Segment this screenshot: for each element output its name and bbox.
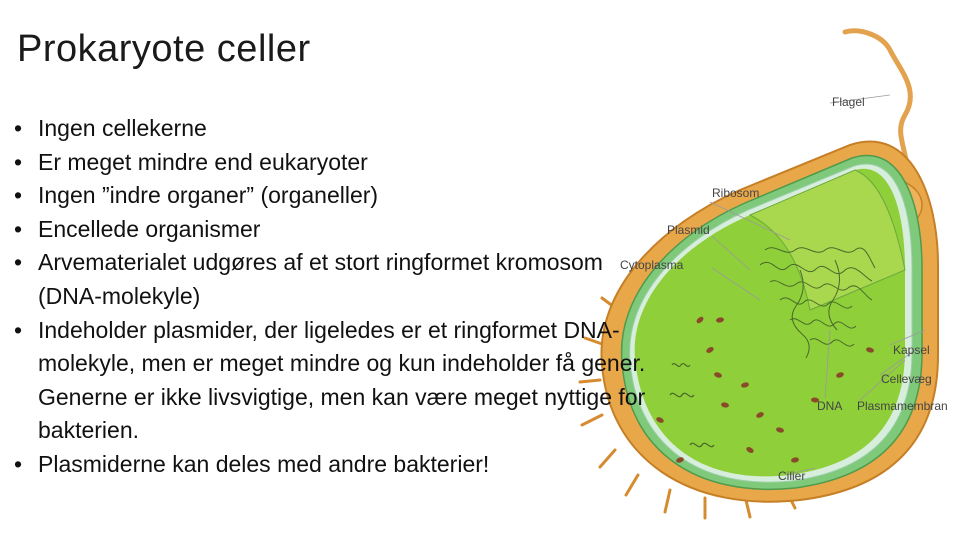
label-kapsel: Kapsel bbox=[893, 343, 930, 357]
bullet-item: Ingen ”indre organer” (organeller) bbox=[14, 179, 654, 213]
bullet-item: Indeholder plasmider, der ligeledes er e… bbox=[14, 314, 654, 448]
label-dna: DNA bbox=[817, 399, 842, 413]
bullet-item: Arvematerialet udgøres af et stort ringf… bbox=[14, 246, 654, 313]
bullet-item: Plasmiderne kan deles med andre bakterie… bbox=[14, 448, 654, 482]
label-ribosom: Ribosom bbox=[712, 186, 759, 200]
bullet-item: Ingen cellekerne bbox=[14, 112, 654, 146]
label-plasmid: Plasmid bbox=[667, 223, 710, 237]
bullet-item: Er meget mindre end eukaryoter bbox=[14, 146, 654, 180]
bacterium-diagram: Flagel Ribosom Plasmid Cytoplasma Kapsel… bbox=[578, 28, 948, 520]
label-leaders bbox=[709, 94, 926, 476]
bullet-item: Encellede organismer bbox=[14, 213, 654, 247]
page-title: Prokaryote celler bbox=[17, 28, 311, 70]
label-plasmamembran: Plasmamembran bbox=[857, 399, 948, 413]
label-cellevaeg: Cellevæg bbox=[881, 372, 932, 386]
label-cilier: Cilier bbox=[778, 469, 805, 483]
dna-nucleoid bbox=[759, 247, 876, 359]
label-flagel: Flagel bbox=[832, 95, 865, 109]
cross-section bbox=[748, 169, 906, 311]
bullet-list: Ingen cellekerne Er meget mindre end euk… bbox=[14, 112, 654, 482]
plasmids bbox=[669, 363, 715, 448]
ribosomes bbox=[656, 316, 874, 463]
